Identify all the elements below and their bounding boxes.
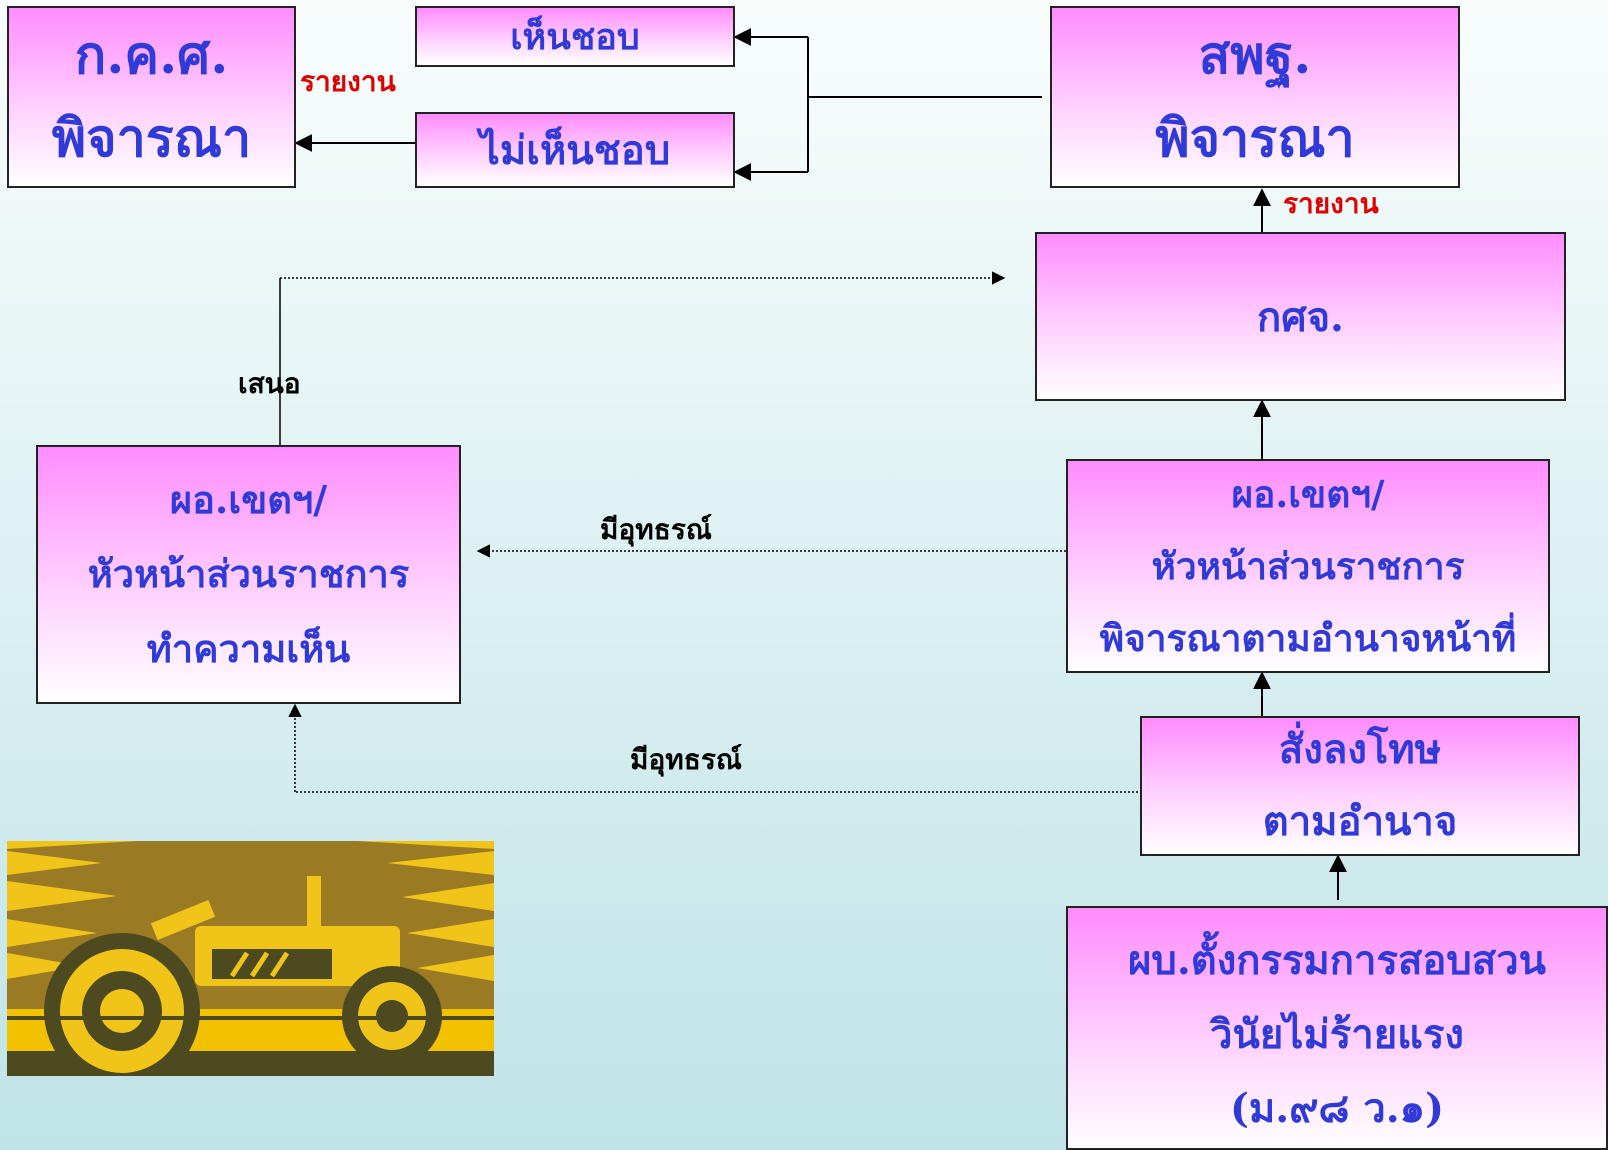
director-authority-box: ผอ.เขตฯ/ หัวหน้าส่วนราชการ พิจารณาตามอำน… <box>1066 459 1550 673</box>
committee-line-1: ผบ.ตั้งกรรมการสอบสวน <box>1127 937 1547 984</box>
committee-line-2: วินัยไม่ร้ายแรง <box>1210 1011 1464 1058</box>
director-authority-line-2: หัวหน้าส่วนราชการ <box>1151 543 1465 588</box>
propose-label: เสนอ <box>238 367 301 400</box>
ksj-box: กศจ. <box>1035 232 1566 401</box>
appeal-label-1: มีอุทธรณ์ <box>600 513 712 546</box>
director-opinion-line-3: ทำความเห็น <box>146 625 351 671</box>
spt-title: สพฐ. <box>1198 24 1312 86</box>
kks-box: ก.ค.ศ. พิจารณา <box>7 6 296 188</box>
ksj-label: กศจ. <box>1257 293 1344 341</box>
committee-line-3: (ม.๙๘ ว.๑) <box>1229 1085 1444 1132</box>
disapprove-label: ไม่เห็นชอบ <box>479 127 671 174</box>
report-label-top: รายงาน <box>300 65 396 98</box>
kks-title: ก.ค.ศ. <box>74 24 229 86</box>
kks-subtitle: พิจารณา <box>51 108 252 169</box>
punish-box: สั่งลงโทษ ตามอำนาจ <box>1140 716 1580 856</box>
director-authority-line-1: ผอ.เขตฯ/ <box>1231 471 1385 516</box>
spt-subtitle: พิจารณา <box>1155 108 1355 169</box>
report-label-spt: รายงาน <box>1283 187 1379 220</box>
director-opinion-line-1: ผอ.เขตฯ/ <box>169 477 328 523</box>
spt-box: สพฐ. พิจารณา <box>1050 6 1460 188</box>
disapprove-box: ไม่เห็นชอบ <box>415 112 735 188</box>
approve-label: เห็นชอบ <box>510 16 640 58</box>
punish-line-1: สั่งลงโทษ <box>1278 726 1442 773</box>
punish-line-2: ตามอำนาจ <box>1262 798 1458 845</box>
committee-box: ผบ.ตั้งกรรมการสอบสวน วินัยไม่ร้ายแรง (ม.… <box>1066 906 1608 1150</box>
director-authority-line-3: พิจารณาตามอำนาจหน้าที่ <box>1099 616 1517 661</box>
director-opinion-line-2: หัวหน้าส่วนราชการ <box>87 551 410 597</box>
director-opinion-box: ผอ.เขตฯ/ หัวหน้าส่วนราชการ ทำความเห็น <box>36 445 461 704</box>
approve-box: เห็นชอบ <box>415 6 735 67</box>
appeal-label-2: มีอุทธรณ์ <box>630 743 742 776</box>
tractor-clipart <box>7 841 494 1076</box>
